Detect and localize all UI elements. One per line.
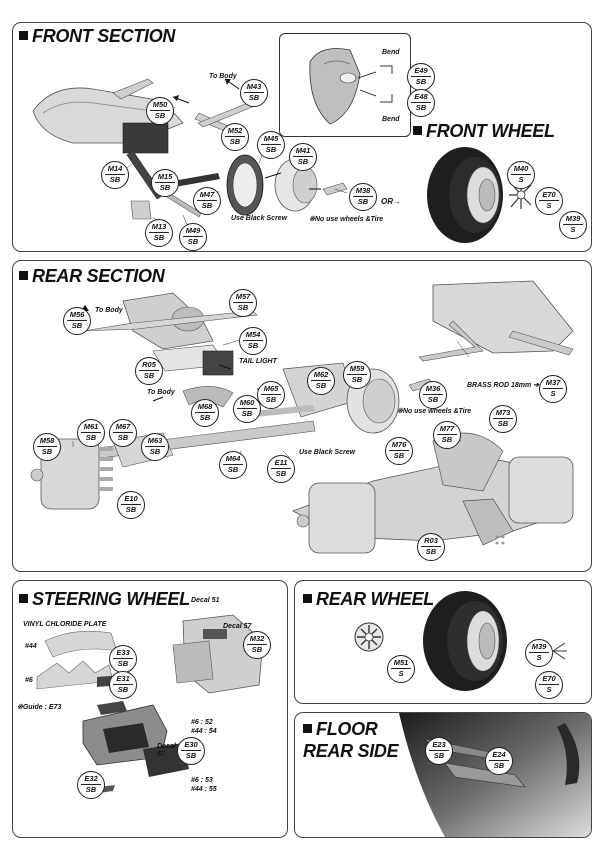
- ref-44-55-label: #44 : 55: [191, 786, 217, 793]
- use-black-screw-label: Use Black Screw: [231, 215, 288, 222]
- square-bullet-icon: [303, 594, 312, 603]
- to-body-label: To Body: [209, 73, 237, 80]
- ref-44-54-label: #44 : 54: [191, 728, 217, 735]
- no-use-wheels-label: ※No use wheels &Tire: [309, 216, 384, 223]
- ref-6-52-label: #6 : 52: [191, 719, 213, 726]
- front-section-panel: FRONT SECTION Bend Bend To Body Use Blac…: [12, 22, 592, 252]
- square-bullet-icon: [19, 31, 28, 40]
- steering-wheel-panel: STEERING WHEEL VINYL CHLORIDE PLATE #44 …: [12, 580, 288, 838]
- brass-rod-label: BRASS ROD 18mm ➔: [467, 382, 539, 389]
- ref-6-53-label: #6 : 53: [191, 777, 213, 784]
- nose-bend-illustration: [309, 48, 393, 125]
- rear-section-title: REAR SECTION: [19, 266, 165, 287]
- rear-wheel-title: REAR WHEEL: [303, 589, 434, 610]
- square-bullet-icon: [413, 126, 422, 135]
- decal-57-small-label: Decal 57: [157, 743, 176, 758]
- vinyl-chloride-plate-label: VINYL CHLORIDE PLATE: [23, 621, 107, 628]
- front-section-illustration: [32, 78, 348, 230]
- square-bullet-icon: [303, 724, 312, 733]
- tail-light-label: TAIL LIGHT: [239, 358, 277, 365]
- square-bullet-icon: [19, 271, 28, 280]
- or-arrow-label: OR→: [381, 197, 401, 206]
- front-section-title: FRONT SECTION: [19, 26, 175, 47]
- decal-51-label: Decal 51: [191, 597, 220, 604]
- plate-6-label: #6: [25, 677, 33, 684]
- front-wheel-illustration: [427, 147, 554, 243]
- front-wheel-title: FRONT WHEEL: [413, 121, 555, 142]
- bend-label-bottom: Bend: [382, 116, 400, 123]
- to-body-label-left: To Body: [147, 389, 175, 396]
- rear-section-panel: REAR SECTION To Body To Body TAIL LIGHT …: [12, 260, 592, 572]
- decal-57-label: Decal 57: [223, 623, 252, 630]
- plate-44-label: #44: [25, 643, 37, 650]
- steering-wheel-illustration: [36, 614, 264, 795]
- guide-e73-label: ※Guide : E73: [17, 704, 62, 711]
- to-body-label-top: To Body: [95, 307, 123, 314]
- bend-label-top: Bend: [382, 49, 400, 56]
- floor-title: FLOOR: [303, 719, 378, 740]
- floor-title-line2: REAR SIDE: [303, 741, 399, 761]
- square-bullet-icon: [19, 594, 28, 603]
- use-black-screw-label-rear: Use Black Screw: [299, 449, 356, 456]
- no-use-wheels-label-rear: ※No use wheels &Tire: [397, 408, 472, 415]
- steering-wheel-title: STEERING WHEEL: [19, 589, 190, 610]
- front-detail-inset: Bend Bend: [279, 33, 411, 137]
